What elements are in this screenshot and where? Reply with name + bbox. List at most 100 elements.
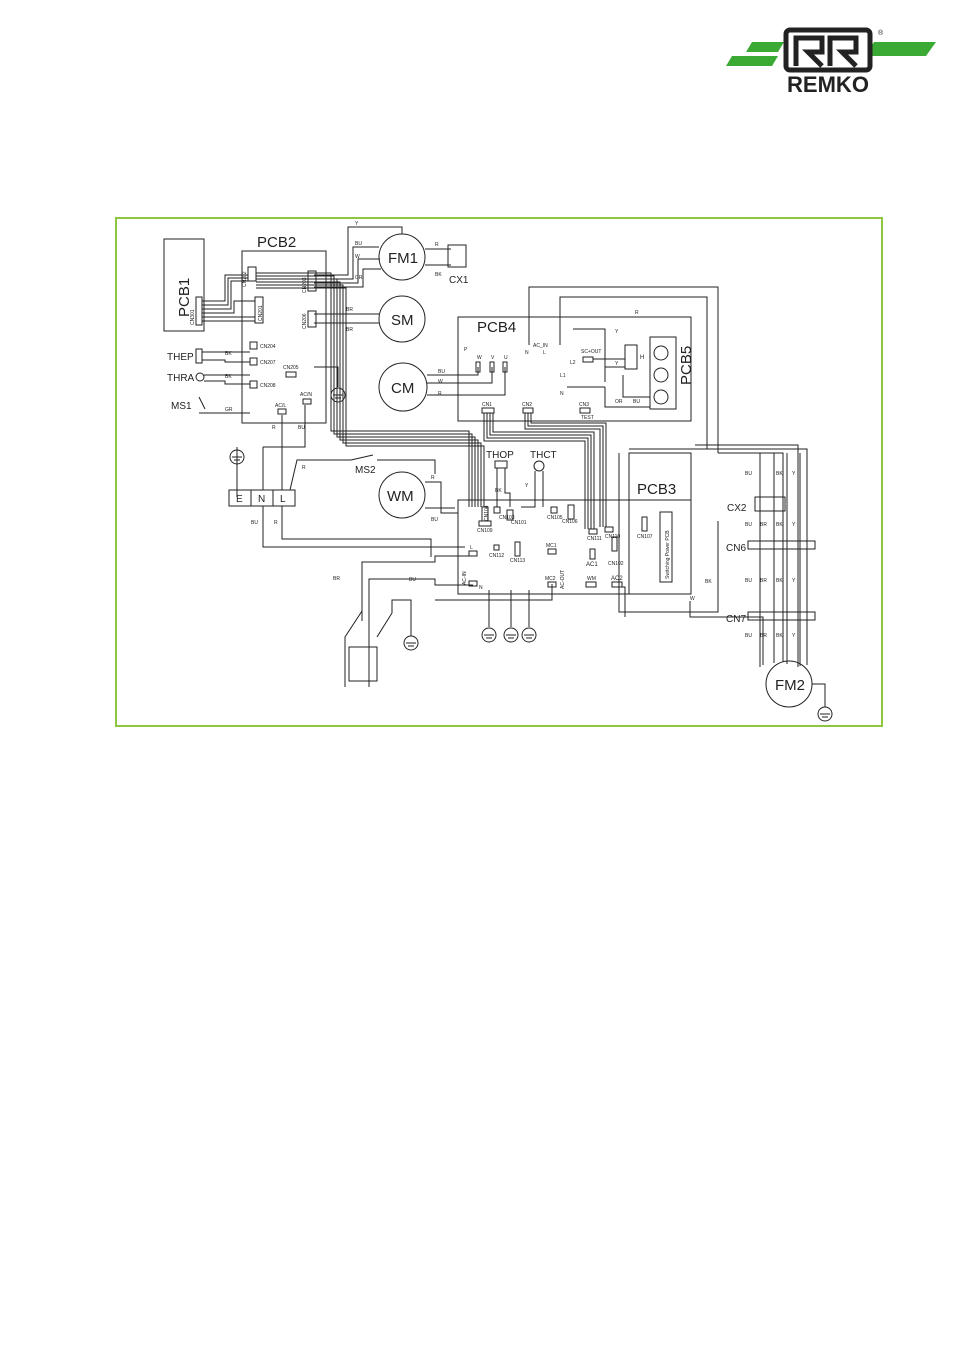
wire-bu-cable: BU xyxy=(409,577,416,583)
wire-bk-fm2-2: BK xyxy=(776,522,783,528)
sm-label: SM xyxy=(391,312,414,329)
cn207-connector xyxy=(249,357,258,366)
pcb5-board xyxy=(649,336,677,410)
wm-wires xyxy=(425,481,458,514)
acin3-l-connector xyxy=(468,550,478,557)
acin3-n-connector xyxy=(468,580,478,587)
cn202-connector xyxy=(247,266,257,282)
wire-bu-terminal: BU xyxy=(251,520,258,526)
earth-pcb3-2 xyxy=(503,627,519,643)
ac2-label: AC2 xyxy=(611,576,623,582)
power-wire-r xyxy=(281,415,432,557)
cn103-label: CN103 xyxy=(499,515,515,521)
cx2-capacitor xyxy=(754,496,786,512)
cx1-capacitor xyxy=(447,244,467,268)
cn203-connector xyxy=(307,270,317,292)
wire-bu-wm: BU xyxy=(431,517,438,523)
pcb2-label: PCB2 xyxy=(257,234,296,251)
wm-connector xyxy=(585,581,597,588)
cn105-label: CN105 xyxy=(547,515,563,521)
thct-sensor xyxy=(533,460,545,472)
wire-bk-thra: BK xyxy=(225,374,232,380)
cn205-connector xyxy=(285,371,297,378)
ms1-label: MS1 xyxy=(171,401,192,412)
cn111-connector xyxy=(588,528,598,535)
ac-in-label: AC_IN xyxy=(533,343,548,349)
wire-bu-fm1: BU xyxy=(355,241,362,247)
ac2-connector xyxy=(611,581,623,588)
wire-y-fm1: Y xyxy=(355,221,359,227)
wire-gr-ms1: GR xyxy=(225,407,233,413)
pcb2-board xyxy=(241,250,327,424)
wm-conn-label: WM xyxy=(587,576,596,582)
wiring-diagram: PCB1 CN301 PCB2 CN202 CN201 CN203 CN206 … xyxy=(163,221,833,722)
pcb3-power-section xyxy=(628,452,692,595)
wire-br-fm2-3: BR xyxy=(760,578,767,584)
cn107-label: CN107 xyxy=(637,534,653,540)
pcb3-earth-leads xyxy=(435,584,553,627)
cn112-label: CN112 xyxy=(489,553,504,559)
logo-stripe-right xyxy=(864,42,936,56)
logo-mark-rr xyxy=(793,35,859,68)
cn207-label: CN207 xyxy=(260,360,276,366)
wire-y-thct: Y xyxy=(525,483,529,489)
wire-bu-fm2-2: BU xyxy=(745,522,752,528)
switching-power-pcb xyxy=(659,511,673,583)
thep-sensor xyxy=(195,348,203,364)
cn6-connector xyxy=(747,540,816,550)
cn201-label: CN201 xyxy=(258,305,264,321)
wire-y-h: Y xyxy=(615,361,619,367)
wire-bk-fm2-1: BK xyxy=(776,471,783,477)
cn205-label: CN205 xyxy=(283,365,299,371)
wire-bu-fm2-1: BU xyxy=(745,471,752,477)
wire-w-fm1: W xyxy=(355,254,360,260)
logo-stripe-top xyxy=(746,42,784,52)
cn113-connector xyxy=(514,541,521,557)
cn102-label: CN102 xyxy=(608,561,624,567)
logo-stripe-bottom xyxy=(726,56,778,66)
thop-wire xyxy=(496,468,511,507)
fm2-label: FM2 xyxy=(775,677,805,694)
cm-label: CM xyxy=(391,380,414,397)
wire-bu-cm: BU xyxy=(438,369,445,375)
u-label: U xyxy=(504,355,508,361)
ms2-label: MS2 xyxy=(355,465,376,476)
cn1-bus xyxy=(483,413,595,529)
l1-label: L1 xyxy=(560,373,566,379)
earth-pcb2-lead xyxy=(314,366,339,387)
cn2-bus xyxy=(524,413,607,527)
cn2-connector xyxy=(522,407,534,414)
acl-label: AC/L xyxy=(275,403,286,409)
cn7-connector xyxy=(747,611,816,621)
cx1-wires xyxy=(425,248,451,266)
pcb4-label: PCB4 xyxy=(477,319,516,336)
diagram-frame xyxy=(115,217,883,727)
wire-bk-fm2-3: BK xyxy=(776,578,783,584)
pcb5-label: PCB5 xyxy=(678,346,695,385)
l-label: L xyxy=(543,350,546,356)
cn2-label: CN2 xyxy=(522,402,532,408)
terminal-block xyxy=(228,489,296,507)
pcb1-board xyxy=(163,238,205,332)
ac1-connector xyxy=(589,548,596,560)
wire-r-top: R xyxy=(635,310,639,316)
thra-sensor xyxy=(195,372,205,382)
wire-y-fm2-2: Y xyxy=(792,522,796,528)
wire-bk-thop: BK xyxy=(495,488,502,494)
wire-r-pcb2: R xyxy=(272,425,276,431)
cn101-connector xyxy=(506,509,514,521)
h-connector xyxy=(624,344,638,370)
cn111-label: CN111 xyxy=(587,536,602,542)
wire-y-fm2-1: Y xyxy=(792,471,796,477)
cn201-connector xyxy=(254,296,264,324)
wire-y-fm2-4: Y xyxy=(792,633,796,639)
l2-label: L2 xyxy=(570,360,576,366)
fm1-wires xyxy=(314,226,403,288)
cn204-label: CN204 xyxy=(260,344,276,350)
n-label: N xyxy=(525,350,529,356)
cn206-label: CN206 xyxy=(302,313,308,329)
cn301-label: CN301 xyxy=(190,309,196,325)
cm-wires xyxy=(427,367,506,396)
wire-bk-cx1: BK xyxy=(435,272,442,278)
v-label: V xyxy=(491,355,495,361)
